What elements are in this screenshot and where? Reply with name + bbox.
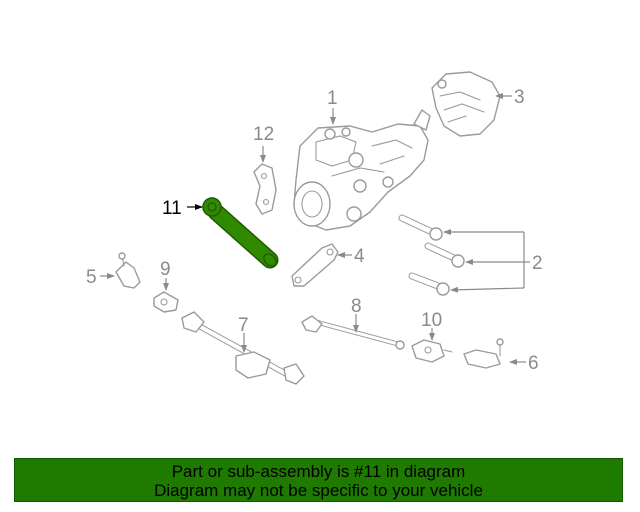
part-2-bolts xyxy=(398,214,465,296)
callout-3: 3 xyxy=(514,87,525,108)
callout-1: 1 xyxy=(327,88,338,109)
callout-8: 8 xyxy=(351,296,362,317)
part-11-highlighted xyxy=(202,197,279,269)
banner-line-2: Diagram may not be specific to your vehi… xyxy=(154,481,483,500)
callout-10: 10 xyxy=(421,310,442,331)
part-7-link xyxy=(181,311,305,385)
part-5-fitting xyxy=(115,252,141,289)
part-9-clamp xyxy=(153,291,179,313)
callout-9: 9 xyxy=(160,259,171,280)
part-1-steering-gear xyxy=(293,109,431,231)
parts-diagram: 1 2 3 4 5 6 7 8 9 10 11 12 xyxy=(86,71,543,385)
info-banner: Part or sub-assembly is #11 in diagram D… xyxy=(14,458,623,502)
banner-line-1: Part or sub-assembly is #11 in diagram xyxy=(171,462,466,481)
callout-5: 5 xyxy=(86,267,97,288)
callout-2: 2 xyxy=(532,253,543,274)
callout-7: 7 xyxy=(238,315,249,336)
part-3-cover xyxy=(431,71,501,137)
callout-12: 12 xyxy=(253,124,274,145)
callout-4: 4 xyxy=(354,246,365,267)
part-8-tie-rod xyxy=(301,315,405,350)
callout-11: 11 xyxy=(162,198,182,219)
leader-2 xyxy=(443,229,530,293)
part-6-tie-rod-end xyxy=(463,338,504,369)
part-4-arm xyxy=(291,243,339,287)
callout-6: 6 xyxy=(528,353,539,374)
part-12-bracket xyxy=(253,163,277,215)
part-10-sleeve xyxy=(411,339,453,363)
